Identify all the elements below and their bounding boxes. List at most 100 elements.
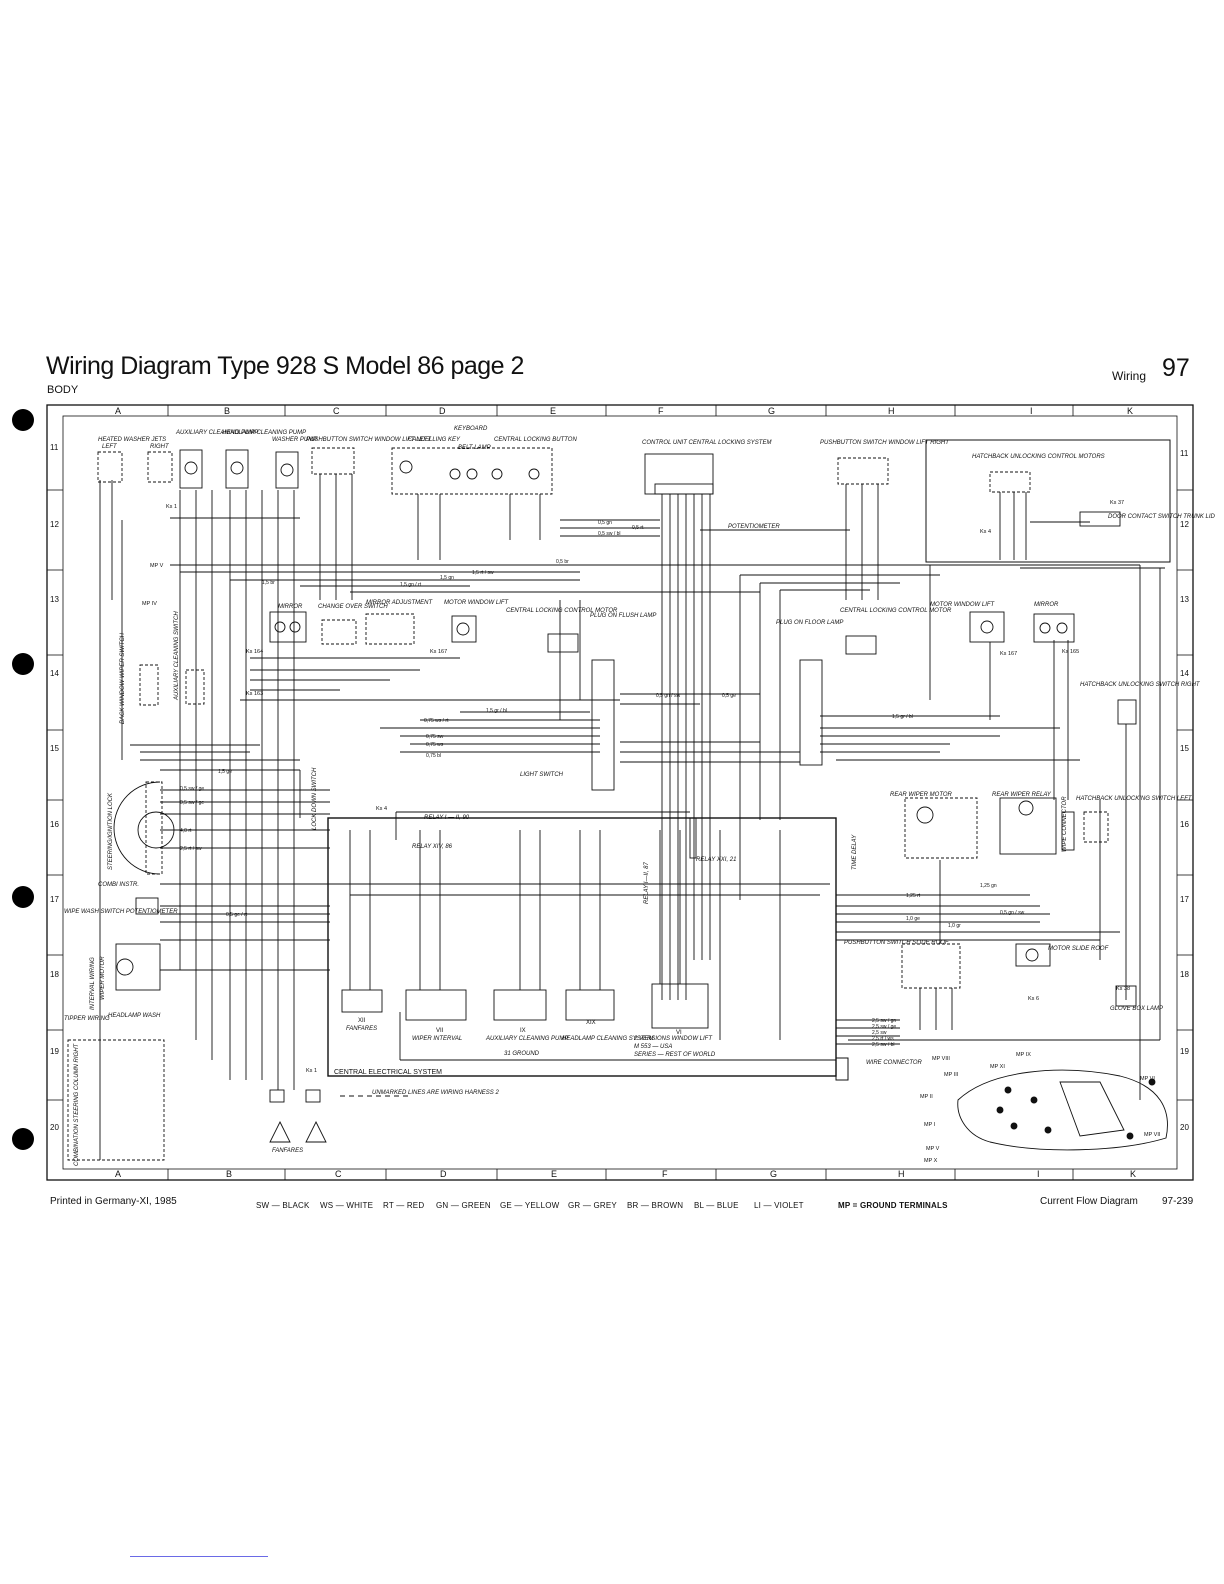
- relay-label-vii: VII: [436, 1028, 444, 1034]
- ground-point-label: MP IX: [1016, 1052, 1031, 1058]
- col-label-k-bottom: K: [1130, 1169, 1136, 1179]
- label-tipper-wiring: TIPPER WIRING: [64, 1016, 110, 1022]
- connector-label: Ks 164: [246, 649, 263, 655]
- col-label-e: E: [550, 406, 556, 416]
- row-label-15-right: 15: [1180, 744, 1189, 753]
- label-wiper-interval: WIPER INTERVAL: [412, 1036, 462, 1042]
- connector-label: Ks 4: [376, 806, 387, 812]
- legend-yellow: GE — YELLOW: [500, 1201, 560, 1210]
- label-two-versions: 2 VERSIONS WINDOW LIFT: [633, 1036, 713, 1042]
- label-washer-pump: WASHER PUMP: [272, 437, 317, 443]
- col-label-f: F: [658, 406, 664, 416]
- wire-label: 1,5 gr / bl: [892, 714, 913, 720]
- wire-label: 0,5 gn: [598, 520, 612, 526]
- ignition-components: [67, 781, 327, 1161]
- col-label-i-bottom: I: [1037, 1169, 1040, 1179]
- legend-black: SW — BLACK: [256, 1201, 310, 1210]
- page-title: Wiring Diagram Type 928 S Model 86 page …: [46, 352, 524, 380]
- page-number: 97: [1162, 354, 1190, 382]
- connector-label: Ks 38: [1116, 986, 1130, 992]
- wire-label: 1,5 gr / bl: [486, 708, 507, 714]
- connector-label: Ks 163: [246, 691, 263, 697]
- label-hatchback-switch-left: HATCHBACK UNLOCKING SWITCH LEFT: [1076, 796, 1193, 802]
- relay-label-xii: XII: [358, 1018, 366, 1024]
- col-label-d: D: [439, 406, 446, 416]
- col-label-b: B: [224, 406, 230, 416]
- row-label-20-right: 20: [1180, 1123, 1189, 1132]
- legend-green: GN — GREEN: [436, 1201, 491, 1210]
- relay-label-vi: VI: [676, 1030, 682, 1036]
- row-label-11-right: 11: [1180, 449, 1189, 458]
- label-wiper-motor: WIPER MOTOR: [100, 956, 106, 1000]
- ground-point-label: MP V: [926, 1146, 940, 1152]
- wire-label: 0,75 ws / rt: [424, 718, 449, 724]
- col-label-b-bottom: B: [226, 1169, 232, 1179]
- wire-label: 0,5 sw / bl: [598, 531, 621, 537]
- label-motor-slide-roof: MOTOR SLIDE ROOF: [1048, 946, 1109, 952]
- hatchback-unlock-box: [925, 439, 1171, 563]
- binder-hole: [12, 886, 34, 908]
- connector-label: Ks 167: [430, 649, 447, 655]
- col-label-e-bottom: E: [551, 1169, 557, 1179]
- row-label-18-right: 18: [1180, 970, 1189, 979]
- label-light-switch: LIGHT SWITCH: [520, 772, 564, 778]
- label-time-delay: TIME DELAY: [852, 834, 858, 870]
- label-pushbutton-slide-roof: PUSHBUTTON SWITCH SLIDE ROOF: [844, 940, 949, 946]
- wire-label: 1,0 gr: [948, 923, 961, 929]
- wire-label: 1,5 gn: [440, 575, 454, 581]
- row-ticks: [47, 489, 1193, 1101]
- wire-label: 1,5 rt / sw: [472, 570, 494, 576]
- wire-label: 1,0 ge: [906, 916, 920, 922]
- wire-label: 0,5 gn / sw: [1000, 910, 1025, 916]
- col-label-k: K: [1127, 406, 1133, 416]
- label-relay-1: RELAY I — II, 90: [424, 815, 470, 821]
- central-electrical-system-label: CENTRAL ELECTRICAL SYSTEM: [334, 1069, 442, 1076]
- label-lock-down-switch: LOCK DOWN SWITCH: [312, 767, 318, 830]
- label-rest-of-world: SERIES — REST OF WORLD: [634, 1052, 716, 1058]
- label-mirror-right: MIRROR: [1034, 602, 1059, 608]
- label-rear-wiper-relay: REAR WIPER RELAY: [992, 792, 1052, 798]
- row-label-19-right: 19: [1180, 1047, 1189, 1056]
- row-label-12: 12: [50, 520, 59, 529]
- relay-blocks: [341, 817, 709, 1029]
- column-ticks: [167, 405, 1074, 1180]
- wiring-lines: [99, 474, 1165, 1160]
- wire-label: 2,5 rt / sw: [180, 846, 202, 852]
- ground-point-label: MP II: [920, 1094, 933, 1100]
- label-hatchback-unlocking-motors: HATCHBACK UNLOCKING CONTROL MOTORS: [972, 454, 1105, 460]
- ground-point-label: MP VI: [1140, 1076, 1155, 1082]
- connector-label: Ks 1: [306, 1068, 317, 1074]
- legend-blue: BL — BLUE: [694, 1201, 739, 1210]
- ground-point-label: MP V: [150, 563, 164, 569]
- diagram-inner-frame: [62, 415, 1178, 1170]
- row-label-11: 11: [50, 443, 59, 452]
- label-headlamp-wash: HEADLAMP WASH: [108, 1013, 161, 1019]
- row-label-14: 14: [50, 669, 59, 678]
- wire-label: 0,75 sw: [426, 734, 444, 740]
- col-label-g: G: [768, 406, 775, 416]
- label-rear-wiper-motor: REAR WIPER MOTOR: [890, 792, 953, 798]
- connector-label: Ks 167: [1000, 651, 1017, 657]
- col-label-g-bottom: G: [770, 1169, 777, 1179]
- label-central-locking-button: CENTRAL LOCKING BUTTON: [494, 437, 577, 443]
- col-label-h-bottom: H: [898, 1169, 905, 1179]
- footer-code: 97-239: [1162, 1196, 1194, 1207]
- mid-components: [139, 611, 1137, 791]
- label-wipe-connector: WIPE CONNECTOR: [1062, 796, 1068, 852]
- row-label-16: 16: [50, 820, 59, 829]
- connector-label: Ks 6: [1028, 996, 1039, 1002]
- row-label-20: 20: [50, 1123, 59, 1132]
- row-label-19: 19: [50, 1047, 59, 1056]
- label-mirror-left: MIRROR: [278, 604, 303, 610]
- connector-label: Ks 1: [166, 504, 177, 510]
- col-label-c-bottom: C: [335, 1169, 342, 1179]
- label-relay-x: RELAY XIV, 86: [412, 844, 453, 850]
- col-label-f-bottom: F: [662, 1169, 668, 1179]
- wire-label: 0,5 gn / sw: [656, 693, 681, 699]
- wire-label: 0,5 sw / ge: [180, 786, 204, 792]
- central-electrical-system-box: [327, 817, 837, 1077]
- row-label-12-right: 12: [1180, 520, 1189, 529]
- label-plug-on-floor-lamp: PLUG ON FLOOR LAMP: [776, 620, 843, 626]
- row-label-17: 17: [50, 895, 59, 904]
